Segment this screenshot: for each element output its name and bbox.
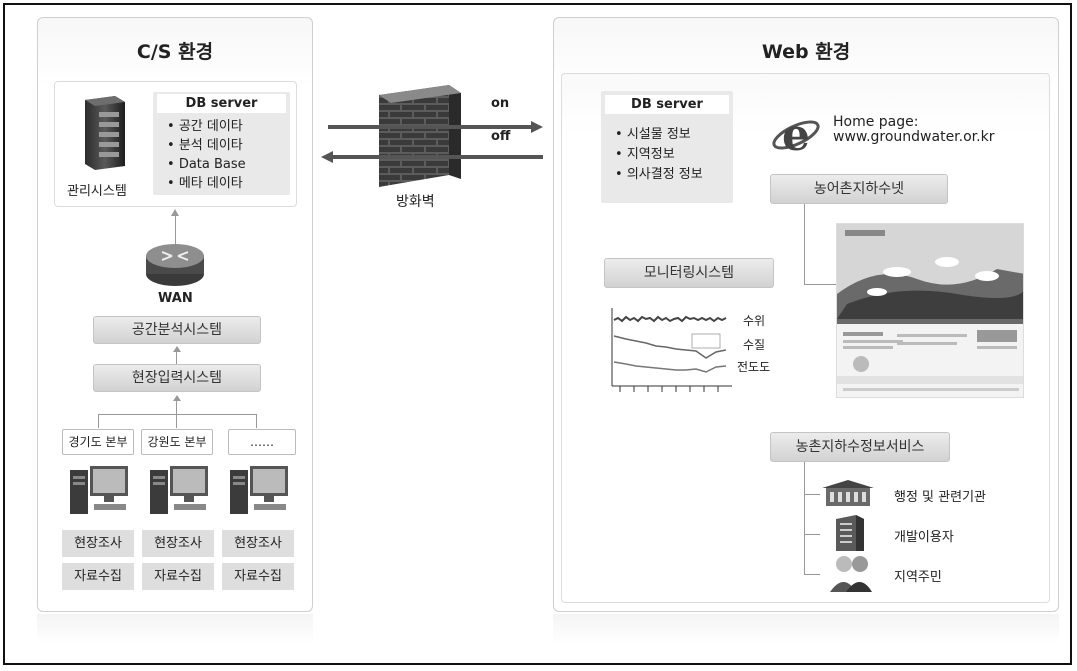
- government-building-icon: [820, 478, 876, 508]
- left-panel-reflection: [37, 614, 313, 644]
- connector-line: [804, 284, 836, 285]
- conductivity-label: 전도도: [737, 360, 771, 374]
- diagram-frame: C/S 환경: [3, 3, 1072, 665]
- water-level-label: 수위: [743, 314, 766, 328]
- arrow-up-icon: [171, 209, 179, 216]
- arrow-up-icon: [173, 346, 181, 352]
- cs-panel-title: C/S 환경: [136, 41, 214, 63]
- web-db-server-info: DB server 시설물 정보 지역정보 의사결정 정보: [601, 91, 733, 203]
- internet-explorer-icon: e: [771, 110, 821, 161]
- connector-line: [804, 574, 820, 575]
- cs-db-server-box: 관리시스템 DB server 공간 데이타 분석 데이타 Data Base …: [54, 81, 297, 207]
- monitoring-system-button[interactable]: 모니터링시스템: [604, 258, 774, 288]
- homepage-label: Home page:: [833, 114, 919, 130]
- data-collection-cell: 자료수집: [62, 563, 134, 590]
- website-screenshot: [836, 223, 1024, 398]
- web-db-server-title: DB server: [605, 95, 729, 114]
- connector-line: [176, 351, 177, 364]
- administration-label: 행정 및 관련기관: [894, 490, 986, 505]
- off-arrow: [321, 148, 543, 163]
- list-item: 시설물 정보: [615, 125, 703, 145]
- connector-line: [98, 414, 99, 428]
- developer-user-label: 개발이용자: [894, 530, 954, 545]
- connector-line: [804, 204, 805, 284]
- firewall-label: 방화벽: [396, 194, 435, 210]
- cs-db-server-info: DB server 공간 데이타 분석 데이타 Data Base 메타 데이타: [153, 92, 290, 195]
- field-input-system-bar: 현장입력시스템: [93, 364, 261, 392]
- server-icon: [81, 94, 127, 170]
- list-item: 분석 데이타: [167, 136, 246, 155]
- cs-db-server-title: DB server: [157, 94, 286, 113]
- field-survey-cell: 현장조사: [222, 530, 294, 557]
- branch-box: ……: [228, 429, 296, 455]
- router-icon: [144, 242, 206, 288]
- list-item: 공간 데이타: [167, 117, 246, 136]
- office-building-icon: [830, 515, 870, 551]
- off-label: off: [491, 129, 511, 144]
- branch-box: 강원도 본부: [141, 429, 213, 455]
- svg-text:e: e: [782, 110, 810, 160]
- connector-line: [804, 534, 820, 535]
- data-collection-cell: 자료수집: [142, 563, 214, 590]
- connector-line: [804, 462, 805, 574]
- field-survey-cell: 현장조사: [142, 530, 214, 557]
- data-collection-cell: 자료수집: [222, 563, 294, 590]
- connector-line: [176, 414, 177, 428]
- computer-icon: [68, 464, 132, 516]
- connector-line: [804, 494, 820, 495]
- on-label: on: [491, 96, 510, 111]
- residents-icon: [828, 552, 874, 592]
- web-db-server-list: 시설물 정보 지역정보 의사결정 정보: [615, 125, 703, 185]
- local-residents-label: 지역주민: [894, 570, 942, 585]
- connector-line: [175, 214, 176, 244]
- computer-icon: [228, 464, 292, 516]
- cs-db-server-list: 공간 데이타 분석 데이타 Data Base 메타 데이타: [167, 117, 246, 193]
- firewall-icon: [365, 83, 465, 193]
- groundwater-info-service-button[interactable]: 농촌지하수정보서비스: [770, 432, 950, 462]
- spatial-analysis-system-bar: 공간분석시스템: [93, 316, 261, 344]
- connector-line: [176, 400, 177, 414]
- connector-line: [256, 414, 257, 428]
- field-survey-cell: 현장조사: [62, 530, 134, 557]
- arrow-up-icon: [173, 395, 181, 401]
- wan-label: WAN: [158, 291, 193, 306]
- connector-line: [98, 414, 257, 415]
- web-environment-panel: Web 환경 DB server 시설물 정보 지역정보 의사결정 정보 e H…: [553, 17, 1059, 612]
- branch-box: 경기도 본부: [62, 429, 134, 455]
- farm-groundwater-net-button[interactable]: 농어촌지하수넷: [770, 174, 948, 204]
- monitoring-graph: [606, 306, 736, 398]
- right-panel-reflection: [553, 614, 1059, 644]
- on-arrow: [328, 118, 543, 133]
- list-item: 메타 데이타: [167, 174, 246, 193]
- list-item: 의사결정 정보: [615, 165, 703, 185]
- cs-environment-panel: C/S 환경: [37, 17, 313, 612]
- list-item: Data Base: [167, 155, 246, 174]
- management-system-label: 관리시스템: [67, 184, 127, 199]
- list-item: 지역정보: [615, 145, 703, 165]
- water-quality-label: 수질: [743, 338, 766, 352]
- homepage-url: www.groundwater.or.kr: [833, 129, 995, 145]
- computer-icon: [148, 464, 212, 516]
- web-panel-title: Web 환경: [761, 41, 851, 63]
